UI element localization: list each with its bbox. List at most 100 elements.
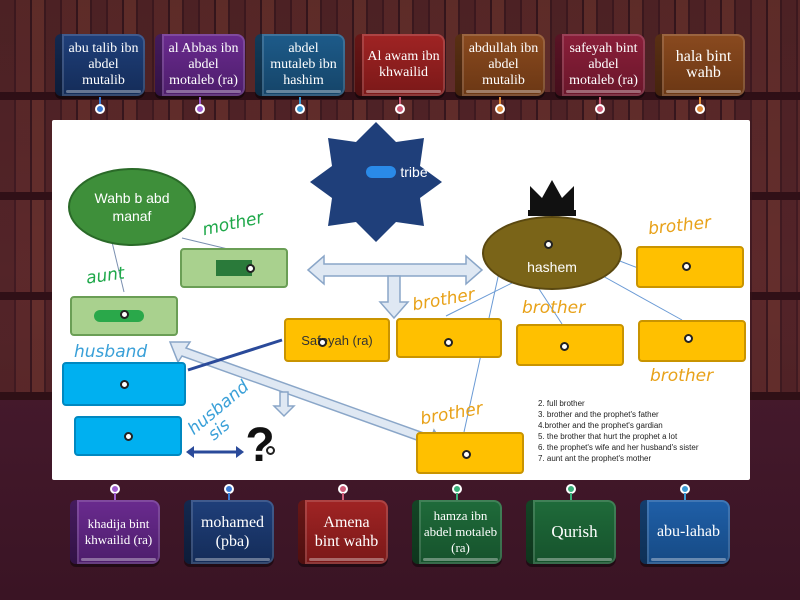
answer-tile[interactable]: abdullah ibn abdel mutalib	[455, 34, 545, 96]
drop-target[interactable]	[560, 342, 569, 351]
blue-arrow	[187, 338, 283, 372]
drop-target[interactable]	[682, 262, 691, 271]
wahb-label: Wahb b abd manaf	[94, 190, 170, 224]
tile-label: khadija bint khwailid (ra)	[84, 516, 153, 547]
answer-tile[interactable]: abu-lahab	[640, 500, 730, 564]
answer-tile[interactable]: khadija bint khwailid (ra)	[70, 500, 160, 564]
question-mark-text: ?	[245, 418, 275, 472]
tile-label: hamza ibn abdel motaleb (ra)	[423, 508, 498, 555]
answer-tile[interactable]: safeyah bint abdel motaleb (ra)	[555, 34, 645, 96]
legend: 2. full brother 3. brother and the proph…	[538, 398, 698, 464]
connector	[445, 277, 523, 317]
drag-pin[interactable]	[395, 104, 405, 114]
tribe-text: tribe	[400, 164, 428, 180]
tile-label: hala bint wahb	[675, 48, 732, 81]
hashem-label: hashem	[527, 259, 577, 275]
tile-label: Al awam ibn khwailid	[367, 49, 440, 80]
drag-pin[interactable]	[295, 104, 305, 114]
drag-pin[interactable]	[695, 104, 705, 114]
pin-stem	[570, 493, 572, 501]
crown-band	[528, 210, 576, 216]
pin-stem	[684, 493, 686, 501]
tile-label: abdel mutaleb ibn hashim	[270, 41, 337, 88]
drop-target[interactable]	[462, 450, 471, 459]
tile-label: Amena bint wahb	[314, 514, 379, 550]
arrow-head	[186, 446, 194, 458]
brother-box	[516, 324, 624, 366]
family-diagram: tribe Wahb b abd manaf hashem Safeyah (r…	[52, 120, 750, 480]
drop-target[interactable]	[124, 432, 133, 441]
scribble	[216, 260, 252, 276]
brother-label: brother	[650, 366, 714, 386]
arrow-head	[236, 446, 244, 458]
legend-item: 4.brother and the prophet's gardian	[538, 421, 663, 430]
tile-label: Qurish	[551, 522, 598, 541]
safeyah-label: Safeyah (ra)	[301, 332, 373, 348]
pin-stem	[699, 97, 701, 105]
tribe-star	[310, 122, 442, 242]
legend-item: 5. the brother that hurt the prophet a l…	[538, 432, 678, 441]
drop-target[interactable]	[120, 380, 129, 389]
drop-target[interactable]	[318, 338, 327, 347]
shelf-board	[0, 92, 800, 100]
tile-label: mohamed (pba)	[200, 514, 265, 550]
answer-tile[interactable]: Qurish	[526, 500, 616, 564]
connector	[591, 269, 683, 321]
answer-tile[interactable]: hala bint wahb	[655, 34, 745, 96]
brother-label: brother	[522, 298, 586, 318]
safeyah-box: Safeyah (ra)	[284, 318, 390, 362]
diagram-lines	[111, 122, 683, 458]
legend-item: 7. aunt ant the prophet's mother	[538, 454, 652, 463]
answer-tile[interactable]: al Abbas ibn abdel motaleb (ra)	[155, 34, 245, 96]
tribe-label: tribe	[352, 162, 442, 182]
pin-stem	[499, 97, 501, 105]
small-down-arrow	[272, 391, 296, 418]
pin-stem	[599, 97, 601, 105]
legend-item: 6. the prophet's wife and her husband's …	[538, 443, 699, 452]
tile-label: abdullah ibn abdel mutalib	[468, 41, 539, 88]
drag-pin[interactable]	[495, 104, 505, 114]
drop-target[interactable]	[266, 446, 275, 455]
answer-tile[interactable]: hamza ibn abdel motaleb (ra)	[412, 500, 502, 564]
brother-box	[636, 246, 744, 288]
answer-tile[interactable]: mohamed (pba)	[184, 500, 274, 564]
mother-box	[180, 248, 288, 288]
tile-label: abu-lahab	[656, 523, 721, 540]
pin-stem	[299, 97, 301, 105]
tile-label: abu talib ibn abdel mutalib	[68, 41, 139, 88]
question-mark: ?	[242, 418, 278, 472]
pin-stem	[199, 97, 201, 105]
connector	[111, 241, 125, 293]
crown-icon	[530, 180, 574, 212]
pin-stem	[399, 97, 401, 105]
answer-tile[interactable]: abdel mutaleb ibn hashim	[255, 34, 345, 96]
scribble	[366, 166, 397, 178]
pin-stem	[228, 493, 230, 501]
answer-tile[interactable]: Al awam ibn khwailid	[355, 34, 445, 96]
drop-target[interactable]	[684, 334, 693, 343]
drag-pin[interactable]	[195, 104, 205, 114]
answer-tile[interactable]: abu talib ibn abdel mutalib	[55, 34, 145, 96]
pin-stem	[342, 493, 344, 501]
legend-item: 2. full brother	[538, 399, 585, 408]
brother-box	[396, 318, 502, 358]
hashem-node: hashem	[482, 216, 622, 290]
pin-stem	[99, 97, 101, 105]
wahb-node: Wahb b abd manaf	[68, 168, 196, 246]
drop-target[interactable]	[120, 310, 129, 319]
tile-label: al Abbas ibn abdel motaleb (ra)	[168, 41, 239, 88]
drag-pin[interactable]	[95, 104, 105, 114]
pin-stem	[456, 493, 458, 501]
husband-label: husband	[74, 342, 148, 362]
tile-label: safeyah bint abdel motaleb (ra)	[569, 41, 638, 88]
drop-target[interactable]	[544, 240, 553, 249]
answer-tile[interactable]: Amena bint wahb	[298, 500, 388, 564]
drop-target[interactable]	[246, 264, 255, 273]
down-arrow	[378, 275, 410, 320]
scribble	[94, 310, 144, 322]
drag-pin[interactable]	[595, 104, 605, 114]
legend-item: 3. brother and the prophet's father	[538, 410, 659, 419]
drop-target[interactable]	[444, 338, 453, 347]
husband-box	[74, 416, 182, 456]
double-arrow	[306, 254, 484, 286]
